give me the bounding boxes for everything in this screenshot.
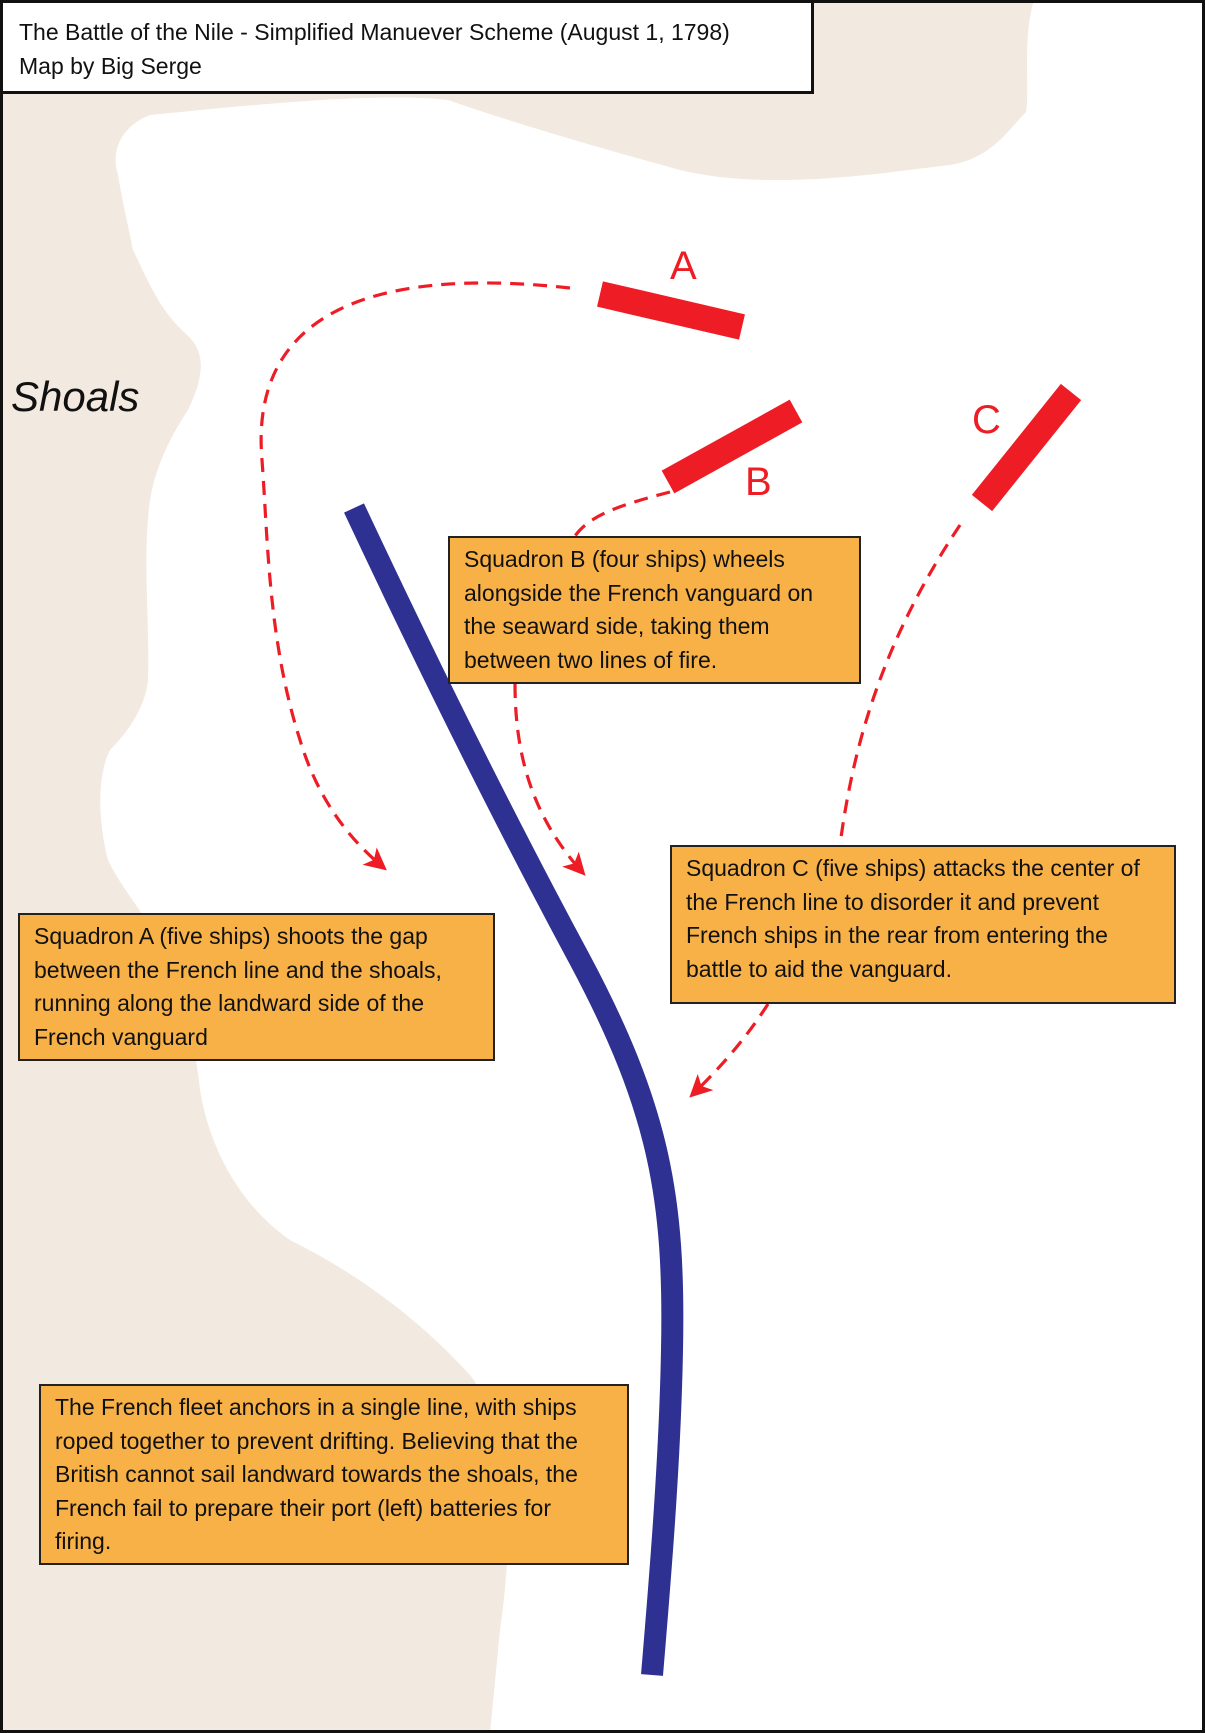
- squadron-c-note: Squadron C (five ships) attacks the cent…: [670, 845, 1176, 1004]
- squadron-c-label: C: [972, 398, 1001, 442]
- squadron-c-path-upper: [838, 524, 962, 846]
- map-title: The Battle of the Nile - Simplified Manu…: [19, 19, 730, 45]
- french-line: [344, 503, 684, 1676]
- map-credit: Map by Big Serge: [19, 53, 202, 79]
- title-box: The Battle of the Nile - Simplified Manu…: [0, 0, 814, 94]
- sea-area: [100, 0, 1205, 1733]
- squadron-c-ships: [971, 383, 1082, 512]
- squadron-a-label: A: [670, 244, 697, 288]
- squadron-b-label: B: [745, 460, 772, 504]
- squadron-c-path-lower: [689, 1003, 770, 1098]
- squadron-b-path-upper: [573, 490, 671, 537]
- shoals-label: Shoals: [11, 373, 140, 420]
- squadron-b-path-lower: [513, 683, 586, 876]
- squadron-b-ships: [661, 399, 803, 494]
- squadron-a-note: Squadron A (five ships) shoots the gap b…: [18, 913, 495, 1061]
- squadron-b-note: Squadron B (four ships) wheels alongside…: [448, 536, 861, 684]
- french-fleet-note: The French fleet anchors in a single lin…: [39, 1384, 629, 1565]
- squadron-a-ships: [597, 281, 745, 340]
